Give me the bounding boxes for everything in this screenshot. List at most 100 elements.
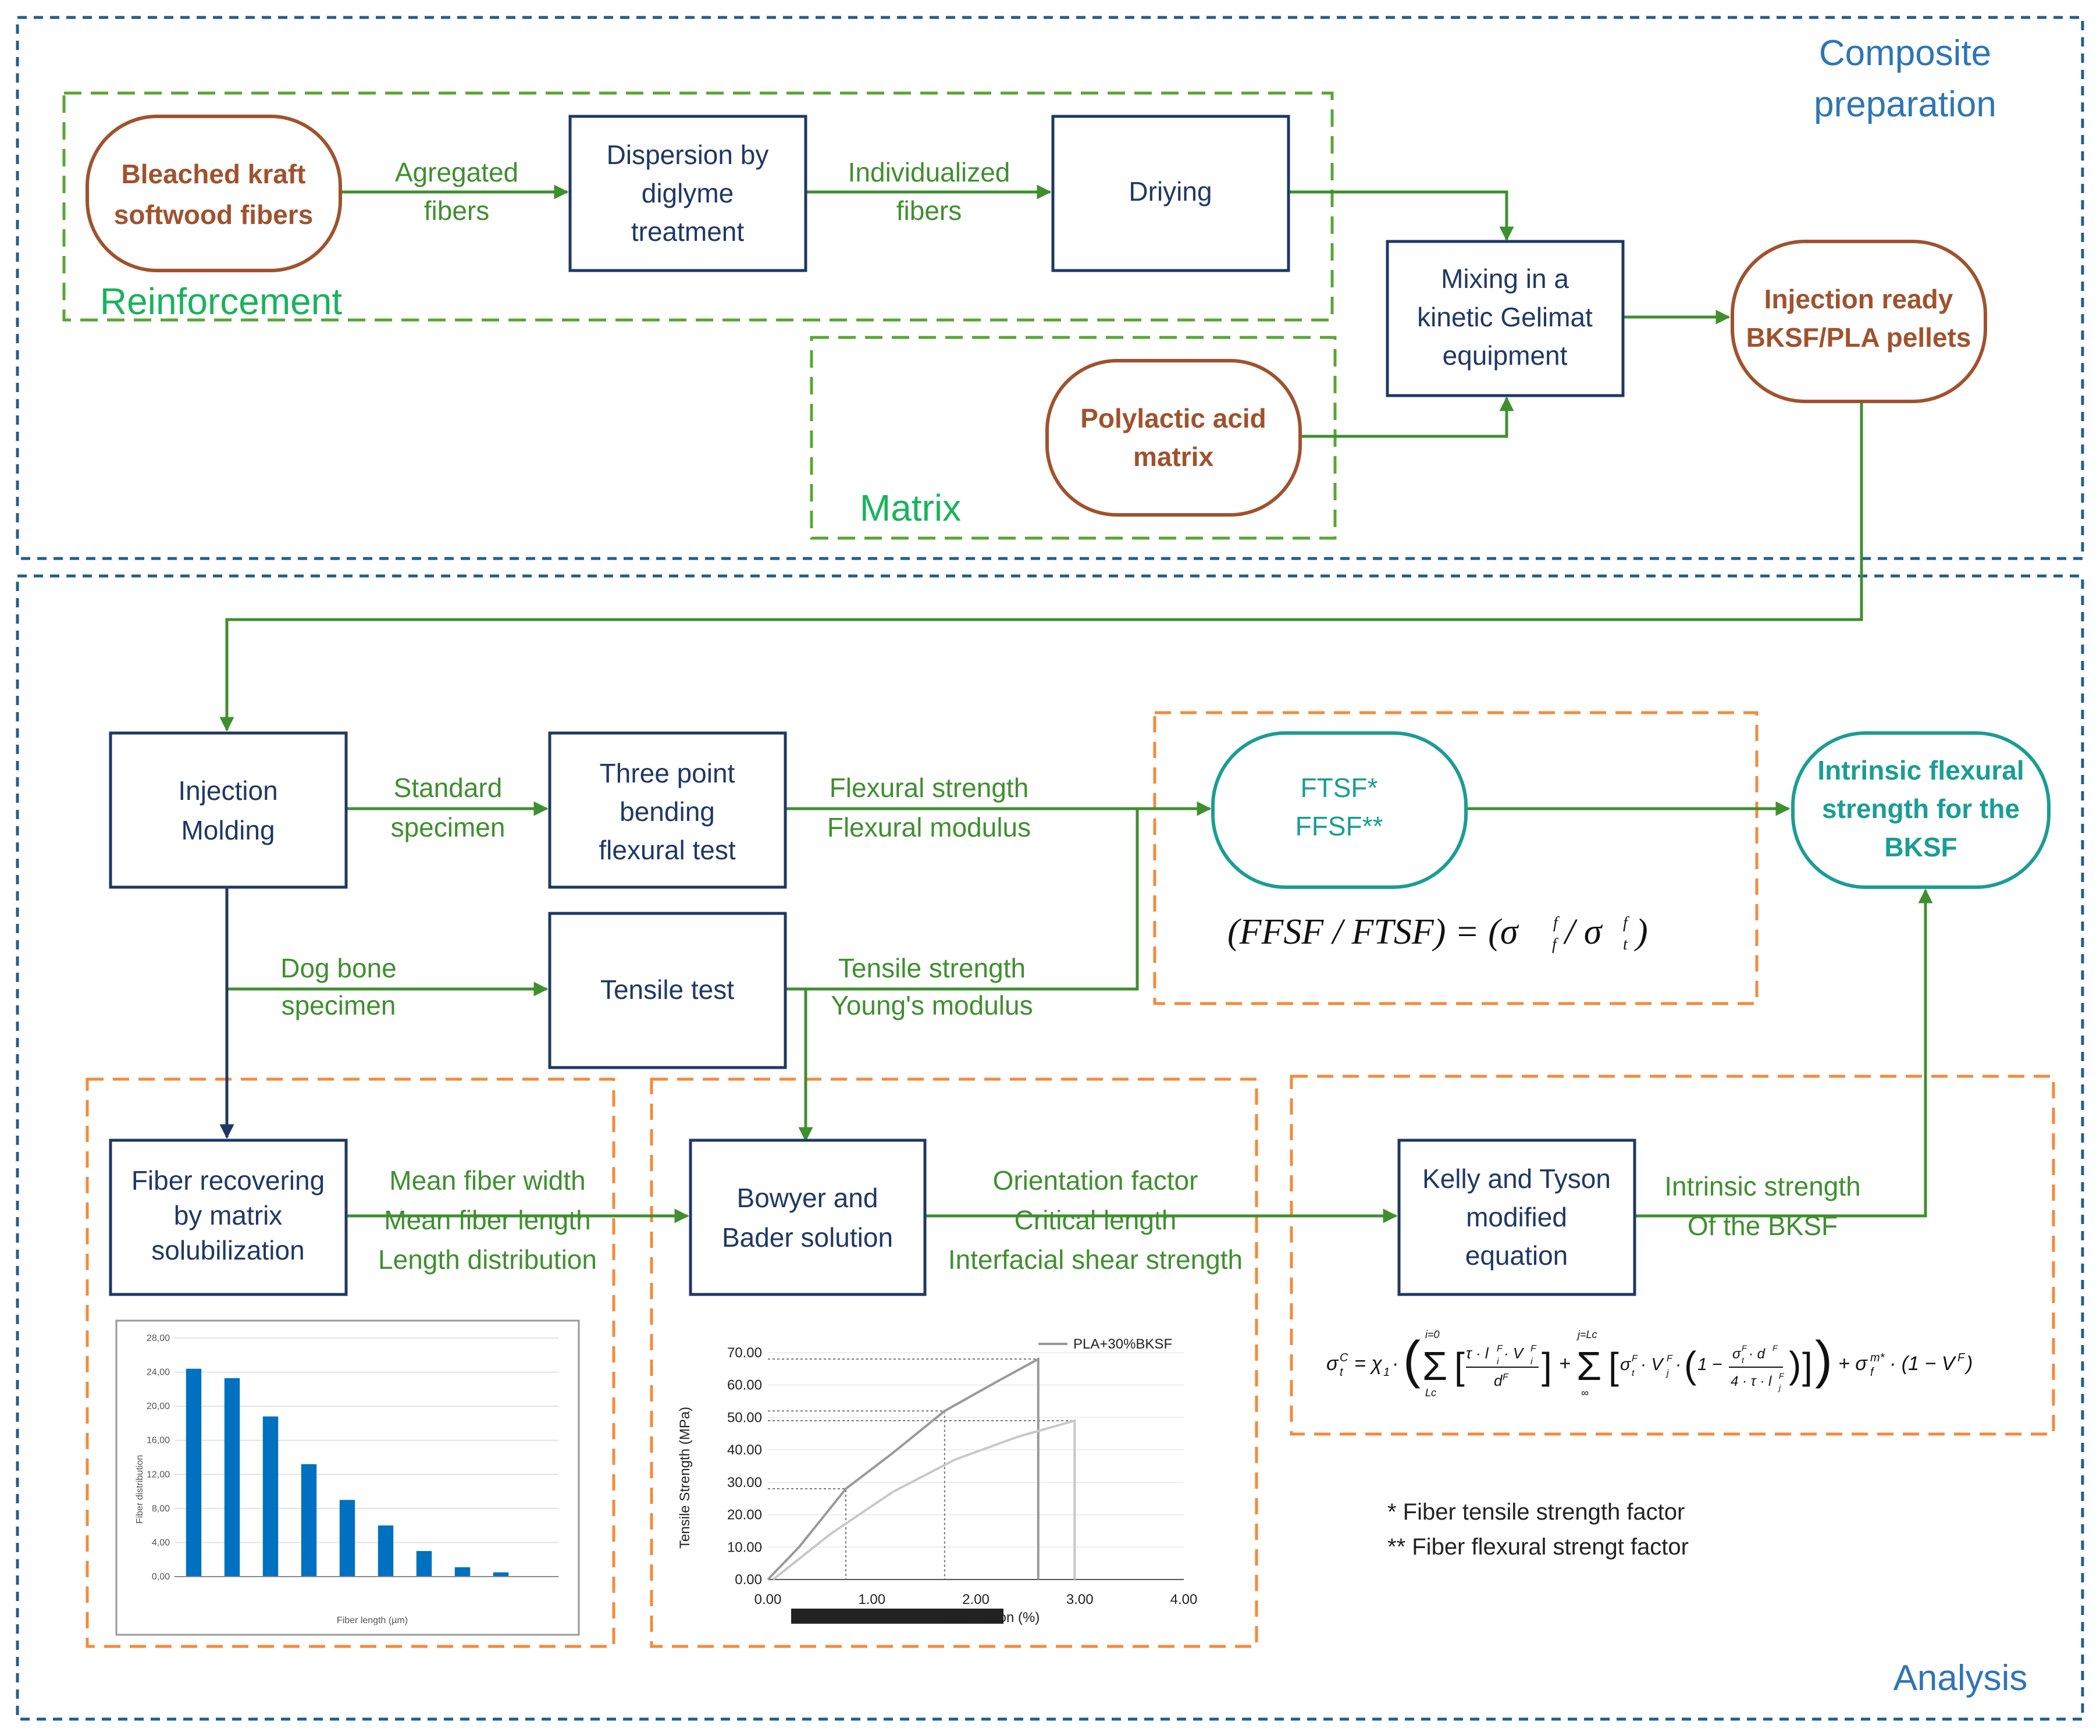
svg-text:m*: m* [1870,1351,1885,1364]
stress-strain-x-tick: 1.00 [858,1592,885,1607]
histogram-bar [378,1525,394,1577]
text-line: Individualized [848,157,1010,187]
svg-text:[: [ [1454,1345,1465,1387]
histogram-bar [186,1368,202,1577]
text-line: Agregated [395,157,518,187]
histogram-bar [262,1416,279,1577]
text-line: BKSF/PLA pellets [1746,322,1971,353]
svg-text:Σ: Σ [1576,1343,1601,1389]
histogram-x-label: Fiber length (µm) [337,1616,408,1625]
svg-text:σ: σ [1732,1346,1742,1362]
process-boxes [109,115,1636,1296]
svg-text:(FFSF / FTSF) = (σ: (FFSF / FTSF) = (σ [1227,912,1519,952]
group-reinforcement [62,91,1334,322]
connectors [219,184,1933,1223]
text-line: matrix [1133,442,1213,472]
text-line: Bowyer and [737,1183,878,1213]
group-kelly [1290,1075,2055,1436]
node-bowyer [689,1139,927,1296]
svg-text:Lc: Lc [1425,1387,1436,1399]
arrow-pellets-injection [219,401,1863,732]
node-drying [1051,115,1290,272]
text-line: Molding [181,815,275,845]
histogram-bar [454,1567,471,1577]
svg-text:· V: · V [1640,1355,1664,1374]
svg-text:f: f [1623,914,1629,932]
histogram-y-label: Fiber distribution [135,1455,145,1524]
text-line: Mean fiber width [389,1165,586,1196]
histogram-y-tick: 8,00 [152,1504,170,1514]
svg-text:d: d [1494,1372,1503,1389]
text-line: Flexural modulus [827,812,1031,842]
text-line: diglyme [642,178,734,208]
svg-text:· d: · d [1749,1346,1766,1362]
stress-strain-y-tick: 10.00 [727,1539,762,1555]
text-line: flexural test [599,835,735,865]
label-tensile: Tensile test [600,974,734,1005]
text-line: bending [620,796,715,827]
text-line: Composite [1819,33,1991,73]
svg-text:4 · τ · l: 4 · τ · l [1731,1374,1772,1389]
node-three-point [548,731,787,889]
svg-text:F: F [1503,1372,1509,1382]
stress-strain-matrix-curve [772,1419,1076,1581]
stress-strain-x-tick: 2.00 [962,1592,990,1607]
histogram-y-tick: 28,00 [147,1333,170,1343]
svg-text:1 −: 1 − [1697,1355,1722,1374]
histogram-bar [301,1464,317,1577]
svg-text:]: ] [1802,1345,1813,1387]
stress-strain-composite-curve [767,1357,1040,1581]
edge-label-agregated: Agregated fibers [395,157,518,226]
text-line: Of the BKSF [1688,1211,1838,1241]
label-drying: Driying [1129,176,1212,207]
stress-strain-guide-line [768,1410,945,1580]
svg-text:+: + [1559,1353,1571,1375]
svg-text:∞: ∞ [1581,1387,1589,1399]
svg-text:C: C [1340,1351,1348,1364]
label-three-point: Three point bending flexural test [599,758,735,865]
text-line: by matrix [174,1200,283,1230]
text-line: Bleached kraft [121,159,305,189]
svg-text:· (1 − V: · (1 − V [1889,1353,1957,1375]
text-line: Three point [600,758,735,788]
arrow-kelly-intrinsic [1635,888,1933,1218]
text-line: Length distribution [378,1244,597,1275]
stress-strain-y-label: Tensile Strength (MPa) [677,1407,693,1549]
text-line: fibers [424,195,489,226]
stress-strain-y-tick: 30.00 [727,1475,762,1490]
text-line: Fiber recovering [131,1165,325,1196]
svg-text:/ σ: / σ [1563,912,1603,952]
text-line: FTSF* [1301,773,1378,803]
node-kelly [1397,1139,1636,1296]
text-line: modified [1466,1202,1567,1232]
svg-text:F: F [1779,1371,1785,1381]
stress-strain-y-tick: 60.00 [727,1378,762,1393]
svg-text:f: f [1870,1366,1875,1379]
svg-text:F: F [1667,1354,1673,1364]
group-ratio [1153,711,1759,1005]
text-line: specimen [391,812,506,842]
node-intrinsic [1791,731,2051,889]
stress-strain-x-tick: 3.00 [1066,1592,1094,1607]
text-line: Injection ready [1764,284,1953,314]
stress-strain-y-tick: 50.00 [727,1410,762,1425]
text-line: Flexural strength [830,773,1029,803]
svg-text:j: j [1778,1383,1781,1392]
text-line: Tensile strength [838,953,1026,983]
section-analysis [16,574,2084,1721]
